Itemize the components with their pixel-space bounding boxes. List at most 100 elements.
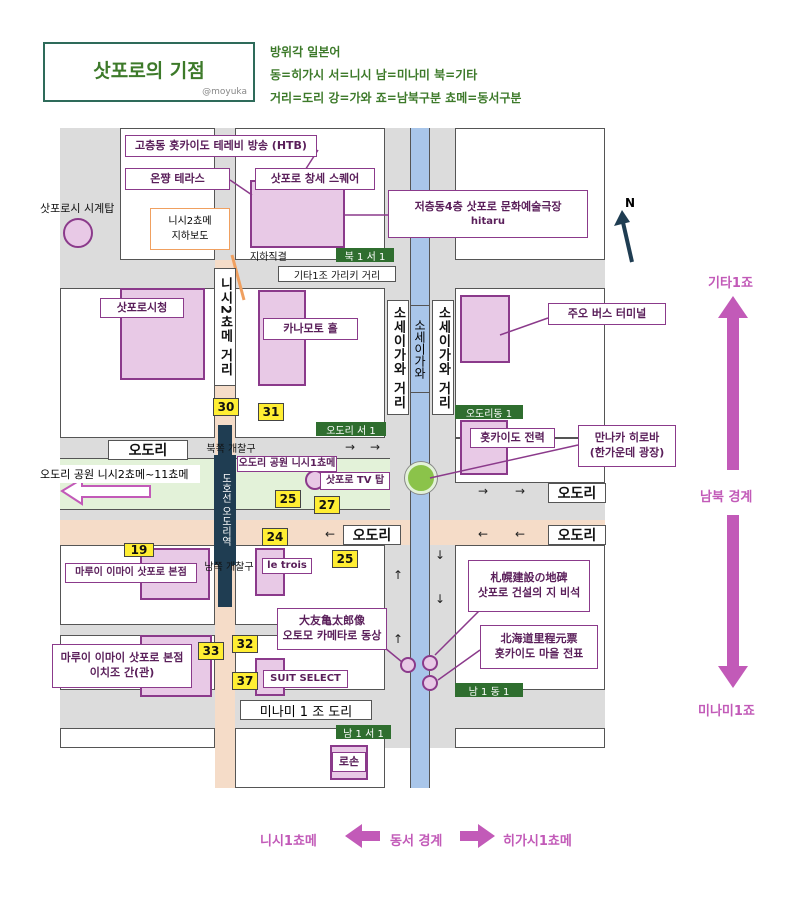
hitaru-label: 저층동4층 삿포로 문화예술극장 hitaru — [388, 190, 588, 238]
arrow-west-2: ← — [478, 527, 489, 541]
dir-south-label: 미나미1죠 — [698, 704, 755, 719]
north-label: N — [625, 196, 636, 210]
arrow-east-4: → — [515, 484, 526, 498]
exit-number: 37 — [232, 672, 258, 690]
terrace-label: 온쨩 테라스 — [125, 168, 230, 190]
statue-label: 大友亀太郎像 오토모 카메타로 동상 — [277, 608, 387, 650]
odori-label-west: 오도리 — [108, 440, 188, 460]
exit-number: 19 — [124, 543, 154, 557]
arrow-south-2: ↓ — [435, 592, 446, 606]
arrow-west-1: ← — [325, 527, 336, 541]
tunnel-line-2: 지하보도 — [171, 231, 209, 242]
bus-leader — [499, 317, 549, 336]
north-direction-head — [718, 296, 748, 318]
page-title: 삿포로의 기점 — [93, 60, 205, 82]
dir-ew-boundary-label: 동서 경계 — [390, 834, 443, 849]
manaka-line-2: (한가운데 광장) — [589, 446, 665, 459]
hokkaido-power-label: 홋카이도 전력 — [470, 428, 555, 448]
odori-south-road — [60, 520, 605, 545]
nishi2-street-label: 니시2쵸메 거리 — [214, 268, 236, 386]
statue-line-2: 오토모 카메타로 동상 — [282, 629, 382, 642]
dir-west-label: 니시1쵸메 — [260, 834, 317, 849]
exit-number: 31 — [258, 403, 284, 421]
hitaru-line-1: 저층동4층 삿포로 문화예술극장 — [414, 199, 562, 213]
odori-nishi1-label: 오도리 서 1 — [316, 422, 386, 437]
west-direction-arrow — [345, 824, 380, 848]
odori-higashi1-label: 오도리동 1 — [455, 405, 523, 420]
chuo-bus-terminal-building — [460, 295, 510, 363]
minami1nishi1-label: 남 1 서 1 — [336, 725, 391, 740]
marui-ichijo-line-2: 이치조 간(관) — [89, 666, 155, 679]
exit-number: 25 — [332, 550, 358, 568]
arrow-east-3: → — [478, 484, 489, 498]
htb-label: 고층동 홋카이도 테레비 방송 (HTB) — [125, 135, 317, 157]
milestone-leader — [437, 649, 481, 681]
marui-honten-label: 마루이 이마이 삿포로 본점 — [65, 563, 197, 583]
exit-number: 25 — [275, 490, 301, 508]
kita1jo-street-label: 기타1조 가리키 거리 — [278, 266, 396, 282]
tunnel-route-line — [230, 254, 246, 301]
south-direction-head — [718, 666, 748, 688]
monument-line-2: 삿포로 건설의 지 비석 — [477, 586, 581, 599]
odori-label-lower-right: 오도리 — [548, 525, 606, 545]
clock-tower-icon — [63, 218, 93, 248]
odori-label-right: 오도리 — [548, 483, 606, 503]
arrow-south-1: ↓ — [435, 548, 446, 562]
marui-ichijo-line-1: 마루이 이마이 삿포로 본점 — [60, 651, 184, 665]
soseigawa-street-west-label: 소세이가와 거리 — [387, 300, 409, 415]
monument-icon — [422, 655, 438, 671]
tv-tower-label: 삿포로 TV 탑 — [320, 472, 390, 490]
manaka-label: 만나카 히로바 (한가운데 광장) — [578, 425, 676, 467]
monument-label: 札幌建設の地碑 삿포로 건설의 지 비석 — [468, 560, 590, 612]
block — [60, 728, 215, 748]
manaka-line-1: 만나카 히로바 — [594, 431, 660, 445]
lawson-label: 로손 — [332, 752, 366, 772]
milestone-label: 北海道里程元票 홋카이도 마을 전표 — [480, 625, 598, 669]
block — [455, 728, 605, 748]
monument-line-1: 札幌建設の地碑 — [490, 571, 568, 585]
tunnel-line-1: 니시2쵸메 — [168, 216, 212, 227]
dir-north-label: 기타1죠 — [708, 276, 753, 291]
minami1higashi1-label: 남 1 동 1 — [455, 683, 523, 698]
kita1nishi1-label: 북 1 서 1 — [336, 248, 394, 263]
arrow-north-2: ↑ — [393, 632, 404, 646]
north-gate-label: 북쪽 개찰구 — [206, 443, 256, 455]
tunnel-label: 니시2쵸메 지하보도 — [150, 208, 230, 250]
statue-icon — [400, 657, 416, 673]
minami1jo-street-label: 미나미 1 조 도리 — [240, 700, 372, 720]
soseigawa-river — [410, 128, 430, 788]
hitaru-line-2: hitaru — [470, 215, 506, 227]
soseigawa-street-east-label: 소세이가와 거리 — [432, 300, 454, 415]
arrow-north-1: ↑ — [393, 568, 404, 582]
station-name: 도호선 오도리역 — [214, 455, 236, 565]
legend-line-2: 동=히가시 서=니시 남=미나미 북=기타 — [270, 68, 478, 82]
exit-number: 30 — [213, 398, 239, 416]
milestone-line-2: 홋카이도 마을 전표 — [494, 647, 584, 660]
sapporo-souse-square-building — [250, 180, 345, 248]
park-label: 오도리 공원 니시1쵸메 — [237, 456, 337, 472]
exit-number: 33 — [198, 642, 224, 660]
arrow-east-2: → — [370, 440, 381, 454]
terrace-leader — [229, 179, 253, 196]
le-trois-label: le trois — [262, 558, 312, 574]
exit-number: 32 — [232, 635, 258, 653]
bus-terminal-label: 주오 버스 터미널 — [548, 303, 666, 325]
suit-select-label: SUIT SELECT — [263, 670, 348, 688]
legend-line-1: 방위각 일본어 — [270, 45, 341, 59]
statue-leader — [384, 647, 403, 663]
square-label: 삿포로 창세 스퀘어 — [255, 168, 375, 190]
exit-number: 24 — [262, 528, 288, 546]
title-box: 삿포로의 기점 @moyuka — [43, 42, 255, 102]
statue-line-1: 大友亀太郎像 — [299, 614, 365, 628]
clock-tower-label: 삿포로시 시계탑 — [40, 202, 115, 215]
exit-number: 27 — [314, 496, 340, 514]
marui-ichijo-label: 마루이 이마이 삿포로 본점 이치조 간(관) — [52, 644, 192, 688]
arrow-west-3: ← — [515, 527, 526, 541]
north-arrow-head — [614, 210, 630, 226]
credit: @moyuka — [202, 87, 247, 97]
dir-ns-boundary-label: 남북 경계 — [700, 490, 753, 505]
kanamoto-label: 카나모토 홀 — [263, 318, 358, 340]
arrow-east-1: → — [345, 440, 356, 454]
cityhall-label: 삿포로시청 — [100, 298, 184, 318]
